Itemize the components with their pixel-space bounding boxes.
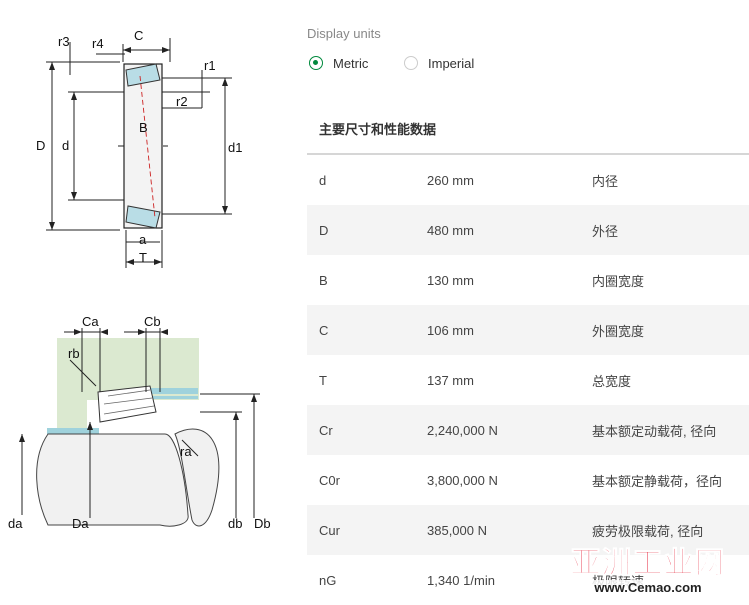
spec-symbol: Cur: [319, 522, 340, 538]
bearing-dimension-drawing: r3 r4 C r1 r2 D d d1 B a T: [36, 28, 242, 268]
label-r1: r1: [204, 58, 216, 73]
label-rb: rb: [68, 346, 80, 361]
mounting-dimension-drawing: Ca Cb rb ra da Da db Db: [8, 314, 271, 531]
spec-description: 极限转速: [592, 573, 645, 589]
section-title: 主要尺寸和性能数据: [319, 122, 437, 137]
label-r4: r4: [92, 36, 104, 51]
spec-description: 内径: [592, 173, 619, 189]
spec-description: 基本额定静载荷，径向: [592, 473, 723, 489]
table-row: D 480 mm 外径: [307, 205, 749, 255]
label-ra: ra: [180, 444, 192, 459]
spec-description: 内圈宽度: [592, 273, 645, 289]
spec-value: 137 mm: [427, 372, 474, 388]
table-row: C 106 mm 外圈宽度: [307, 305, 749, 355]
table-row: Cur 385,000 N 疲劳极限载荷, 径向: [307, 505, 749, 555]
label-D: D: [36, 138, 45, 153]
table-row: nG 1,340 1/min 极限转速: [307, 555, 749, 605]
spec-description: 外圈宽度: [592, 323, 645, 339]
spec-value: 260 mm: [427, 172, 474, 188]
spec-value: 1,340 1/min: [427, 572, 495, 588]
spec-value: 385,000 N: [427, 522, 487, 538]
metric-radio-label[interactable]: Metric: [333, 55, 369, 71]
display-units-label: Display units: [307, 26, 381, 41]
label-da: da: [8, 516, 23, 531]
metric-radio-option[interactable]: Metric: [309, 53, 368, 73]
imperial-radio-option[interactable]: Imperial: [404, 53, 474, 73]
spec-value: 2,240,000 N: [427, 422, 498, 438]
label-db: db: [228, 516, 242, 531]
label-T: T: [139, 250, 147, 265]
imperial-radio-button[interactable]: [404, 56, 418, 70]
spec-description: 外径: [592, 223, 619, 239]
label-Da: Da: [72, 516, 89, 531]
specs-pane: Display units Metric Imperial 主要尺寸和性能数据 …: [307, 0, 749, 602]
label-B: B: [139, 120, 148, 135]
spec-symbol: B: [319, 272, 328, 288]
label-Ca: Ca: [82, 314, 99, 329]
table-row: d 260 mm 内径: [307, 155, 749, 205]
label-r3: r3: [58, 34, 70, 49]
label-a: a: [139, 232, 147, 247]
table-row: Cr 2,240,000 N 基本额定动载荷, 径向: [307, 405, 749, 455]
table-row: C0r 3,800,000 N 基本额定静载荷，径向: [307, 455, 749, 505]
label-Cb: Cb: [144, 314, 161, 329]
metric-radio-button[interactable]: [309, 56, 323, 70]
spec-value: 480 mm: [427, 222, 474, 238]
spec-symbol: T: [319, 372, 327, 388]
spec-symbol: D: [319, 222, 329, 238]
label-d1: d1: [228, 140, 242, 155]
spec-symbol: C0r: [319, 472, 340, 488]
label-r2: r2: [176, 94, 188, 109]
spec-value: 130 mm: [427, 272, 474, 288]
table-row: B 130 mm 内圈宽度: [307, 255, 749, 305]
spec-description: 总宽度: [592, 373, 632, 389]
spec-symbol: d: [319, 172, 327, 188]
label-d: d: [62, 138, 69, 153]
spec-symbol: nG: [319, 572, 337, 588]
spec-value: 106 mm: [427, 322, 474, 338]
spec-symbol: Cr: [319, 422, 333, 438]
spec-table: d 260 mm 内径 D 480 mm 外径 B 130 mm 内圈宽度 C …: [307, 153, 749, 605]
spec-description: 疲劳极限载荷, 径向: [592, 523, 704, 539]
imperial-radio-label[interactable]: Imperial: [428, 55, 475, 71]
spec-symbol: C: [319, 322, 329, 338]
drawings-pane: r3 r4 C r1 r2 D d d1 B a T: [0, 0, 300, 602]
label-Db: Db: [254, 516, 271, 531]
table-row: T 137 mm 总宽度: [307, 355, 749, 405]
label-C: C: [134, 28, 143, 43]
spec-value: 3,800,000 N: [427, 472, 498, 488]
spec-description: 基本额定动载荷, 径向: [592, 423, 717, 439]
